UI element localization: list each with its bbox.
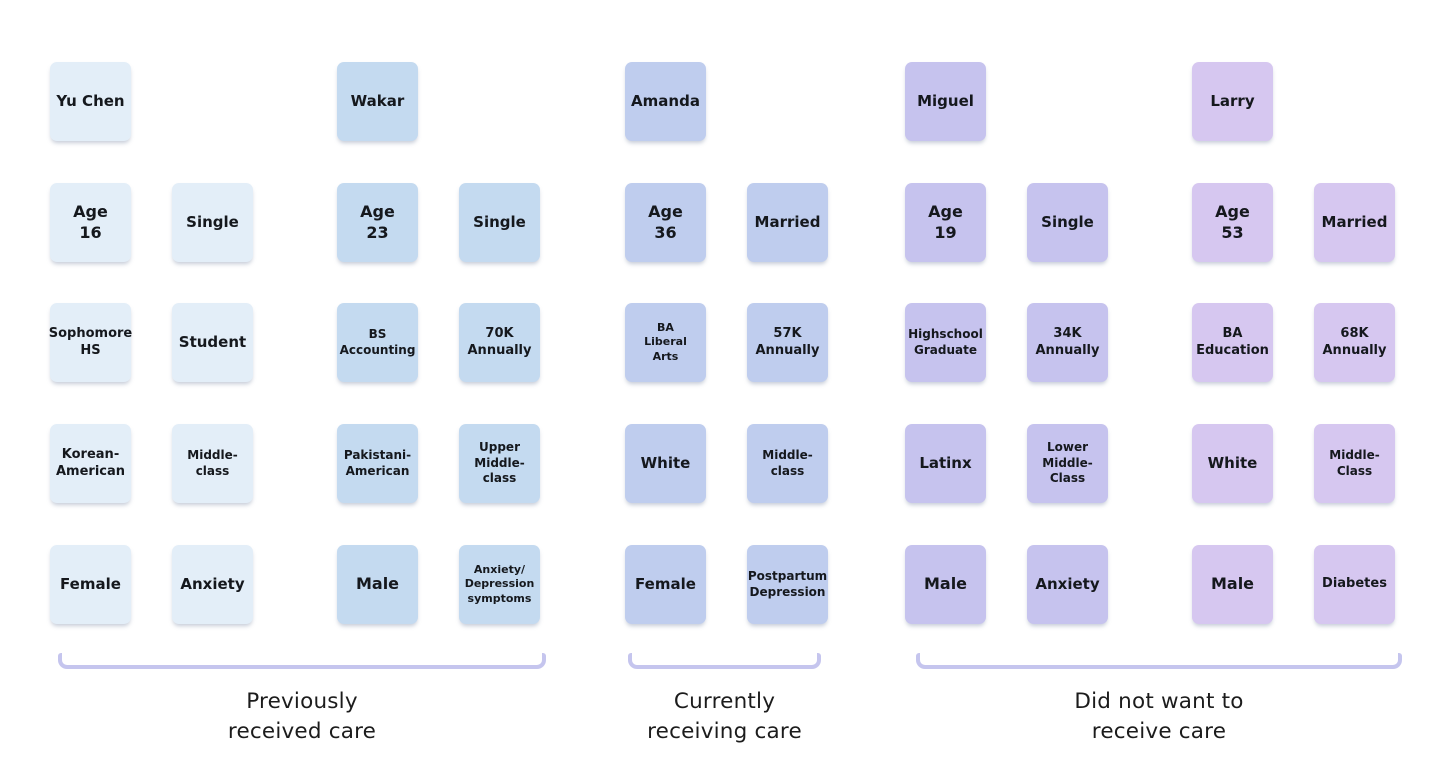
persona-attribute-card: Diabetes	[1314, 545, 1395, 624]
persona-attribute-card: Age 36	[625, 183, 706, 262]
persona-attribute-card: Age 53	[1192, 183, 1273, 262]
persona-attribute-card: Female	[625, 545, 706, 624]
persona-attribute-card: Anxiety	[172, 545, 253, 624]
persona-attribute-card: Male	[905, 545, 986, 624]
persona-name-card: Larry	[1192, 62, 1273, 141]
persona-attribute-card: White	[625, 424, 706, 503]
persona-attribute-card: White	[1192, 424, 1273, 503]
persona-name-card: Yu Chen	[50, 62, 131, 141]
group-bracket	[58, 653, 546, 669]
persona-attribute-card: Female	[50, 545, 131, 624]
persona-attribute-card: Male	[337, 545, 418, 624]
persona-attribute-card: Single	[1027, 183, 1108, 262]
persona-attribute-card: Married	[747, 183, 828, 262]
group-bracket	[628, 653, 821, 669]
persona-attribute-card: Middle-class	[747, 424, 828, 503]
persona-attribute-card: Sophomore HS	[49, 303, 132, 382]
persona-attribute-card: 34K Annually	[1027, 303, 1108, 382]
persona-attribute-card: Single	[459, 183, 540, 262]
persona-attribute-card: Married	[1314, 183, 1395, 262]
persona-attribute-card: Highschool Graduate	[905, 303, 986, 382]
persona-attribute-card: Age 16	[50, 183, 131, 262]
group-label: Currently receiving care	[647, 689, 802, 744]
group-label: Did not want to receive care	[1074, 689, 1244, 744]
persona-attribute-card: Middle-Class	[1314, 424, 1395, 503]
persona-attribute-card: BS Accounting	[337, 303, 418, 382]
persona-attribute-card: BA Liberal Arts	[625, 303, 706, 382]
persona-attribute-card: Korean- American	[50, 424, 131, 503]
persona-attribute-card: 70K Annually	[459, 303, 540, 382]
persona-attribute-card: Age 23	[337, 183, 418, 262]
persona-attribute-card: Latinx	[905, 424, 986, 503]
persona-attribute-card: 57K Annually	[747, 303, 828, 382]
persona-attribute-card: 68K Annually	[1314, 303, 1395, 382]
persona-attribute-card: Middle-class	[172, 424, 253, 503]
persona-attribute-card: Student	[172, 303, 253, 382]
persona-attribute-card: Age 19	[905, 183, 986, 262]
persona-name-card: Miguel	[905, 62, 986, 141]
persona-attribute-card: Anxiety	[1027, 545, 1108, 624]
persona-attribute-card: Lower Middle-Class	[1027, 424, 1108, 503]
persona-attribute-card: Male	[1192, 545, 1273, 624]
persona-attribute-card: Pakistani- American	[337, 424, 418, 503]
persona-attribute-card: Anxiety/ Depression symptoms	[459, 545, 540, 624]
group-label: Previously received care	[227, 689, 377, 744]
group-bracket	[916, 653, 1402, 669]
persona-attribute-card: BA Education	[1192, 303, 1273, 382]
persona-attribute-card: Postpartum Depression	[747, 545, 828, 624]
persona-name-card: Amanda	[625, 62, 706, 141]
persona-attribute-card: Upper Middle-class	[459, 424, 540, 503]
persona-attribute-card: Single	[172, 183, 253, 262]
persona-name-card: Wakar	[337, 62, 418, 141]
